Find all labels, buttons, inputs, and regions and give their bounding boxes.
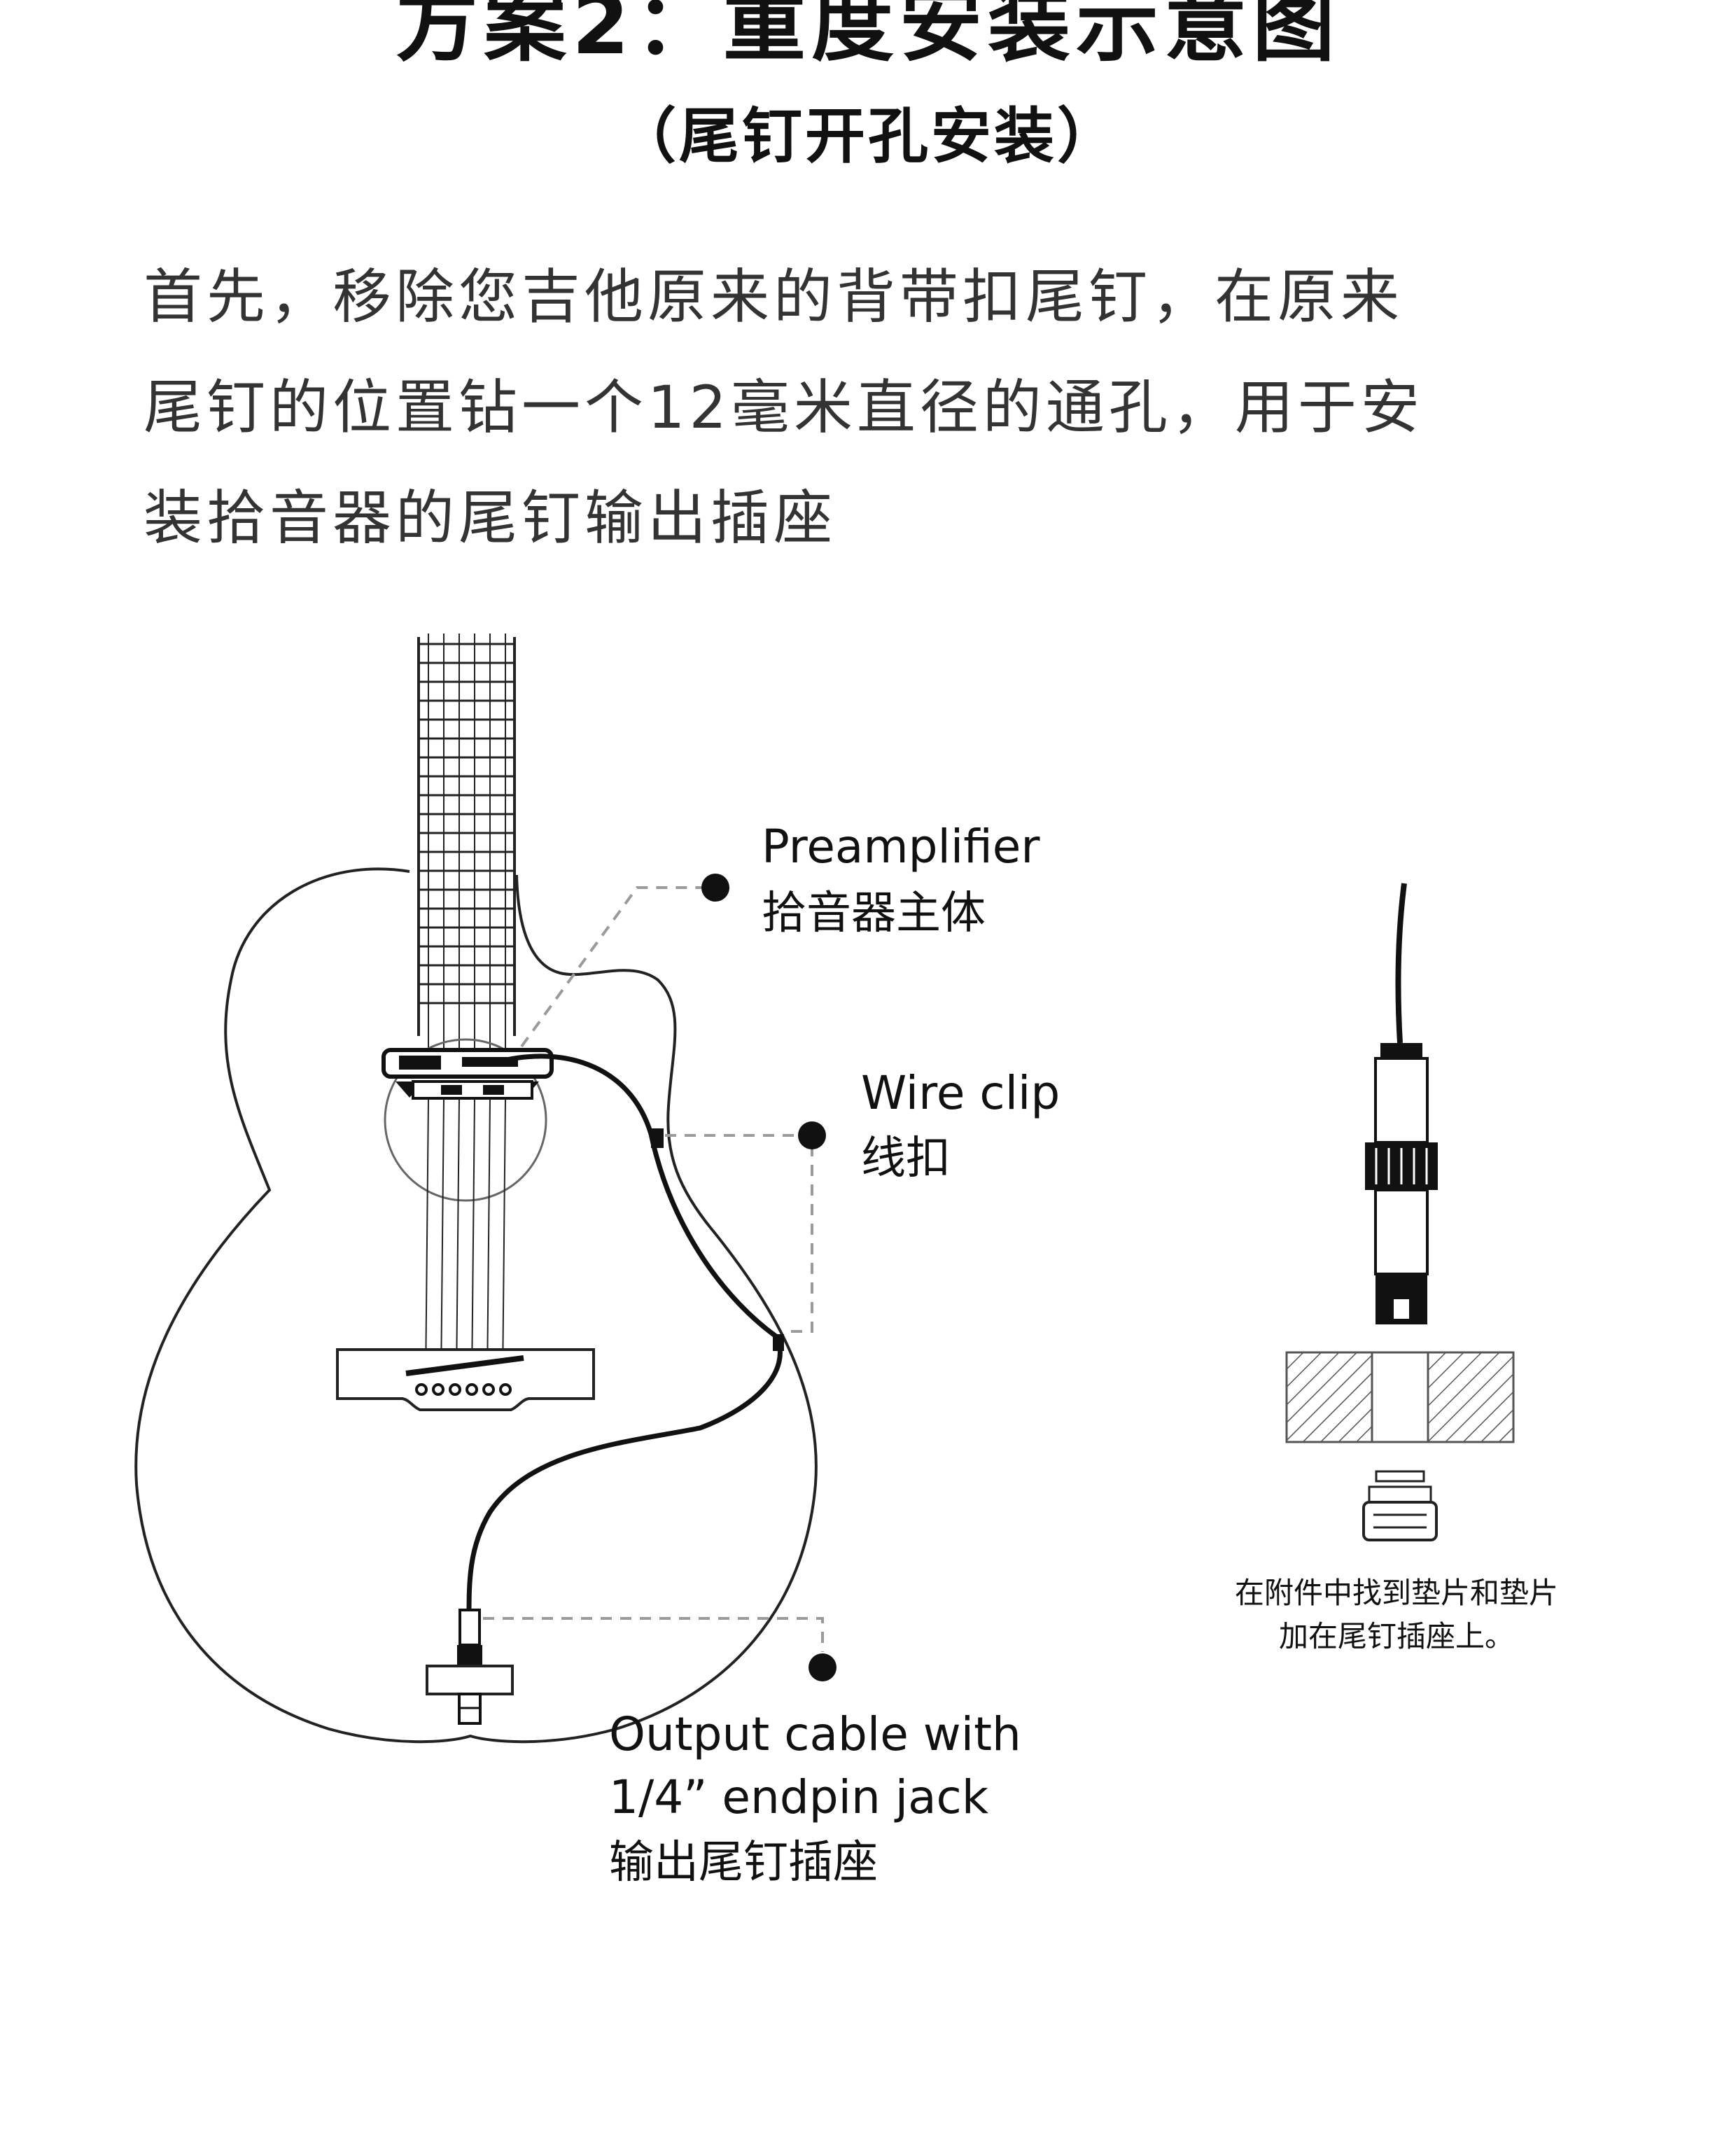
wire-clip-label-cn: 线扣: [861, 1133, 951, 1184]
body-cross-section: [1285, 1351, 1515, 1443]
jack-detail: [1365, 883, 1438, 1324]
bridge-pin: [465, 1383, 478, 1396]
intro-line-2: 尾钉的位置钻一个12毫米直径的通孔，用于安: [144, 373, 1424, 442]
preamp-label-en: Preamplifier: [762, 820, 1040, 874]
washer-and-nut: [1362, 1470, 1438, 1541]
endpin-jack: [426, 1609, 514, 1725]
intro-line-1: 首先，移除您吉他原来的背带扣尾钉，在原来: [144, 262, 1404, 331]
string: [425, 1098, 429, 1383]
string: [486, 1098, 491, 1383]
output-label-cn: 输出尾钉插座: [609, 1837, 878, 1889]
side-note-line-2: 加在尾钉插座上。: [1279, 1619, 1514, 1653]
output-label-en-2: 1/4” endpin jack: [609, 1770, 989, 1824]
bridge-pin: [415, 1383, 428, 1396]
body-strings: [425, 1098, 506, 1383]
pickup-cable: [466, 1054, 783, 1618]
preamp-label-cn: 拾音器主体: [762, 888, 986, 939]
wire-clip: [651, 1128, 664, 1148]
page-title: 方案2：重度安装示意图: [395, 0, 1341, 73]
wire-clip-lower: [773, 1334, 784, 1351]
preamplifier-unit: [382, 1048, 554, 1100]
string: [471, 1098, 475, 1383]
output-label-en-1: Output cable with: [609, 1707, 1021, 1761]
callout-dots: [701, 874, 836, 1681]
string: [440, 1098, 444, 1383]
bridge-pin: [482, 1383, 495, 1396]
bridge-pin: [499, 1383, 512, 1396]
string: [502, 1098, 506, 1383]
page-subtitle: （尾钉开孔安装）: [616, 102, 1120, 172]
intro-line-3: 装拾音器的尾钉输出插座: [144, 484, 837, 552]
guitar-neck: [417, 634, 516, 1050]
bridge-pin: [432, 1383, 444, 1396]
bridge-pin: [449, 1383, 461, 1396]
intro-paragraph: 首先，移除您吉他原来的背带扣尾钉，在原来 尾钉的位置钻一个12毫米直径的通孔，用…: [144, 241, 1606, 573]
wire-clip-label-en: Wire clip: [861, 1066, 1060, 1120]
sound-hole: [384, 1038, 547, 1202]
guitar-body-outline: [134, 867, 818, 1744]
leader-lines: [483, 886, 824, 1652]
string: [456, 1098, 460, 1383]
bridge: [336, 1348, 595, 1411]
side-note-line-1: 在附件中找到垫片和垫片: [1235, 1576, 1558, 1610]
